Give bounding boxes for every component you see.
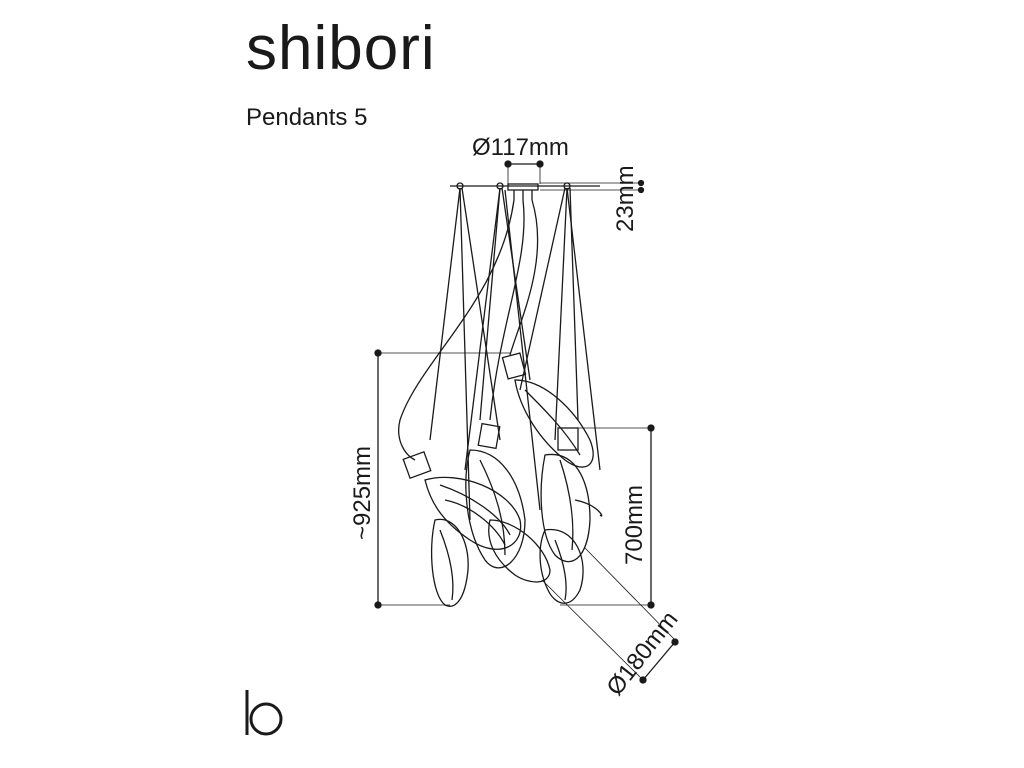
pendant-shade-3 [501, 352, 594, 468]
dimension-overall-height [374, 349, 510, 609]
label-shade-diameter: Ø180mm [601, 606, 683, 700]
label-cluster-height: 700mm [621, 485, 648, 565]
label-overall-height: ~925mm [349, 446, 376, 540]
brand-logo [245, 690, 283, 736]
ceiling-canopy [450, 182, 600, 200]
pendant-shade-1 [402, 451, 522, 550]
label-canopy-height: 23mm [612, 165, 639, 232]
dimension-cluster-height [560, 424, 655, 609]
pendant-shade-5 [430, 518, 584, 607]
label-canopy-diameter: Ø117mm [472, 134, 569, 161]
dimension-shade-diameter [541, 547, 679, 684]
dimension-canopy-diameter [504, 160, 544, 184]
brand-title: shibori [246, 14, 436, 83]
pendant-shade-4 [540, 427, 603, 563]
suspension-cables [398, 187, 601, 521]
pendant-shade-2 [465, 422, 526, 569]
dimension-canopy-height [540, 179, 645, 194]
product-subtitle: Pendants 5 [246, 104, 368, 131]
